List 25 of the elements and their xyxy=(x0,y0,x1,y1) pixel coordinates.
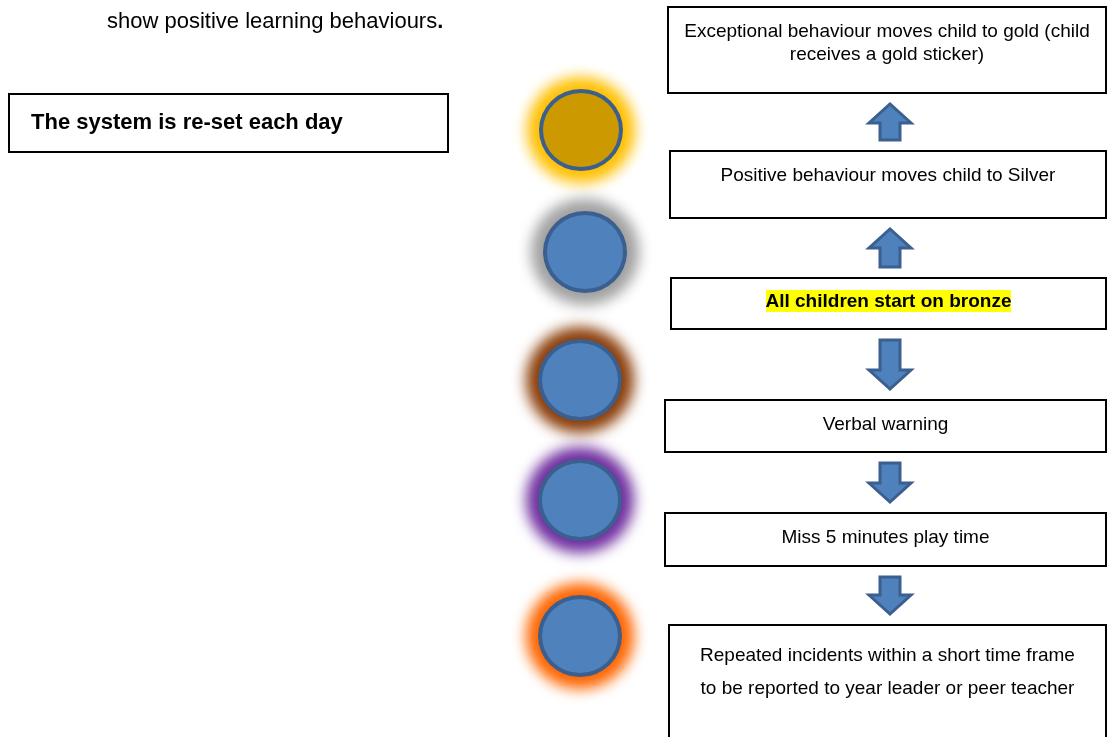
level-circle xyxy=(538,339,622,421)
level-box xyxy=(664,399,1107,453)
level-circle xyxy=(543,211,627,293)
level-circle xyxy=(538,459,622,541)
block-arrow xyxy=(865,101,915,142)
level-box xyxy=(667,6,1107,94)
box-text: The system is re-set each day xyxy=(31,109,343,135)
box-text: Exceptional behaviour moves child to gold (child receives a gold sticker) xyxy=(683,20,1091,66)
note-text: show positive learning behaviours. xyxy=(107,8,444,34)
level-box xyxy=(668,624,1107,737)
level-box xyxy=(669,150,1107,219)
block-arrow xyxy=(865,226,915,269)
block-arrow xyxy=(865,575,915,617)
box-text: Positive behaviour moves child to Silver xyxy=(720,164,1056,186)
level-circle xyxy=(539,89,623,171)
box-text: Miss 5 minutes play time xyxy=(781,526,990,548)
note-box xyxy=(8,93,449,153)
block-arrow xyxy=(865,338,915,392)
box-text: Repeated incidents within a short time frame to be reported to year leader or peer teacher xyxy=(699,643,1076,701)
level-box xyxy=(670,277,1107,330)
level-circle xyxy=(538,595,622,677)
box-text: Verbal warning xyxy=(822,413,949,435)
block-arrow xyxy=(865,461,915,505)
level-box xyxy=(664,512,1107,567)
box-text: All children start on bronze xyxy=(765,290,1012,312)
